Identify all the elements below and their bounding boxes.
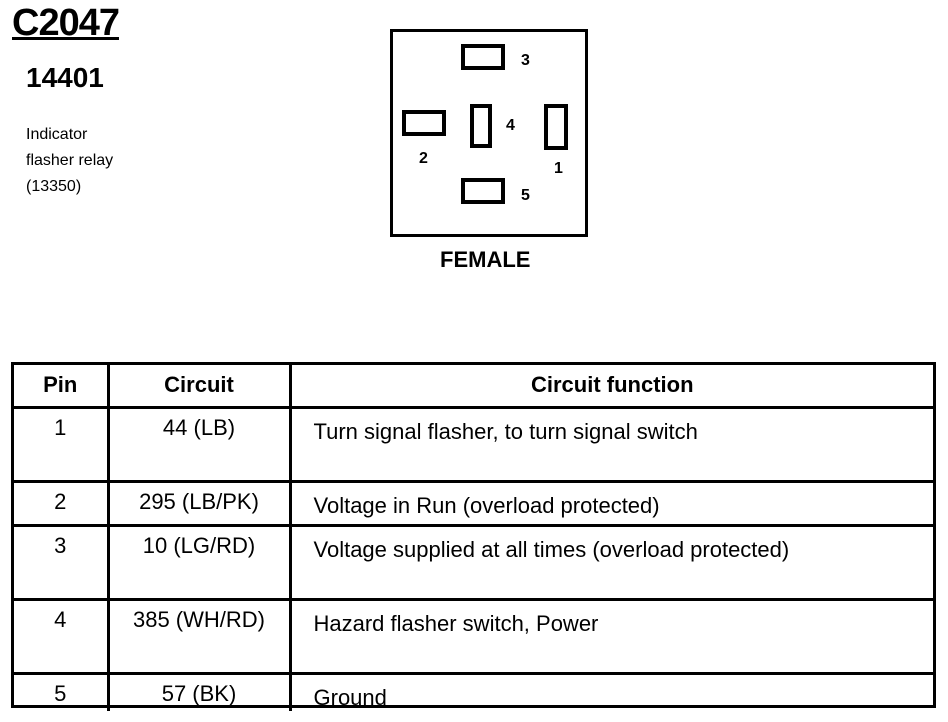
table-row: 1 44 (LB) Turn signal flasher, to turn s… [14,405,933,483]
function-cell: Turn signal flasher, to turn signal swit… [288,405,933,483]
function-cell: Hazard flasher switch, Power [288,597,933,675]
table-row: 2 295 (LB/PK) Voltage in Run (overload p… [14,479,933,527]
pin-slot-4 [470,104,492,148]
column-header-pin: Pin [14,365,110,409]
table-header-row: Pin Circuit Circuit function [14,365,933,409]
table-row: 4 385 (WH/RD) Hazard flasher switch, Pow… [14,597,933,675]
connector-gender-label: FEMALE [440,247,531,272]
pin-cell: 1 [14,405,110,483]
column-header-function: Circuit function [288,365,933,409]
pin-table: Pin Circuit Circuit function 1 44 (LB) T… [11,362,936,711]
part-number: 14401 [26,62,104,93]
pin-slot-5 [461,178,505,204]
circuit-cell: 10 (LG/RD) [106,523,292,601]
circuit-cell: 385 (WH/RD) [106,597,292,675]
pin-cell: 3 [14,523,110,601]
pin-slot-2 [402,110,446,136]
function-cell: Voltage in Run (overload protected) [288,479,933,527]
pin-cell: 4 [14,597,110,675]
pin-label-1: 1 [554,160,563,177]
pin-label-5: 5 [521,187,530,204]
column-header-circuit: Circuit [106,365,292,409]
circuit-cell: 295 (LB/PK) [106,479,292,527]
circuit-cell: 44 (LB) [106,405,292,483]
pin-label-3: 3 [521,52,530,69]
table-row: 3 10 (LG/RD) Voltage supplied at all tim… [14,523,933,601]
function-cell: Ground [288,671,933,711]
pin-slot-3 [461,44,505,70]
table-row: 5 57 (BK) Ground [14,671,933,711]
pin-label-4: 4 [506,117,515,134]
circuit-cell: 57 (BK) [106,671,292,711]
pin-cell: 2 [14,479,110,527]
connector-id: C2047 [12,2,120,44]
pin-slot-1 [544,104,568,150]
description-line: Indicator [26,126,88,143]
connector-face-diagram: 3 2 4 1 5 [390,29,588,237]
pin-label-2: 2 [419,150,428,167]
pin-cell: 5 [14,671,110,711]
description-line: (13350) [26,178,82,195]
function-cell: Voltage supplied at all times (overload … [288,523,933,601]
component-description: Indicator flasher relay (13350) [26,122,113,200]
description-line: flasher relay [26,152,114,169]
